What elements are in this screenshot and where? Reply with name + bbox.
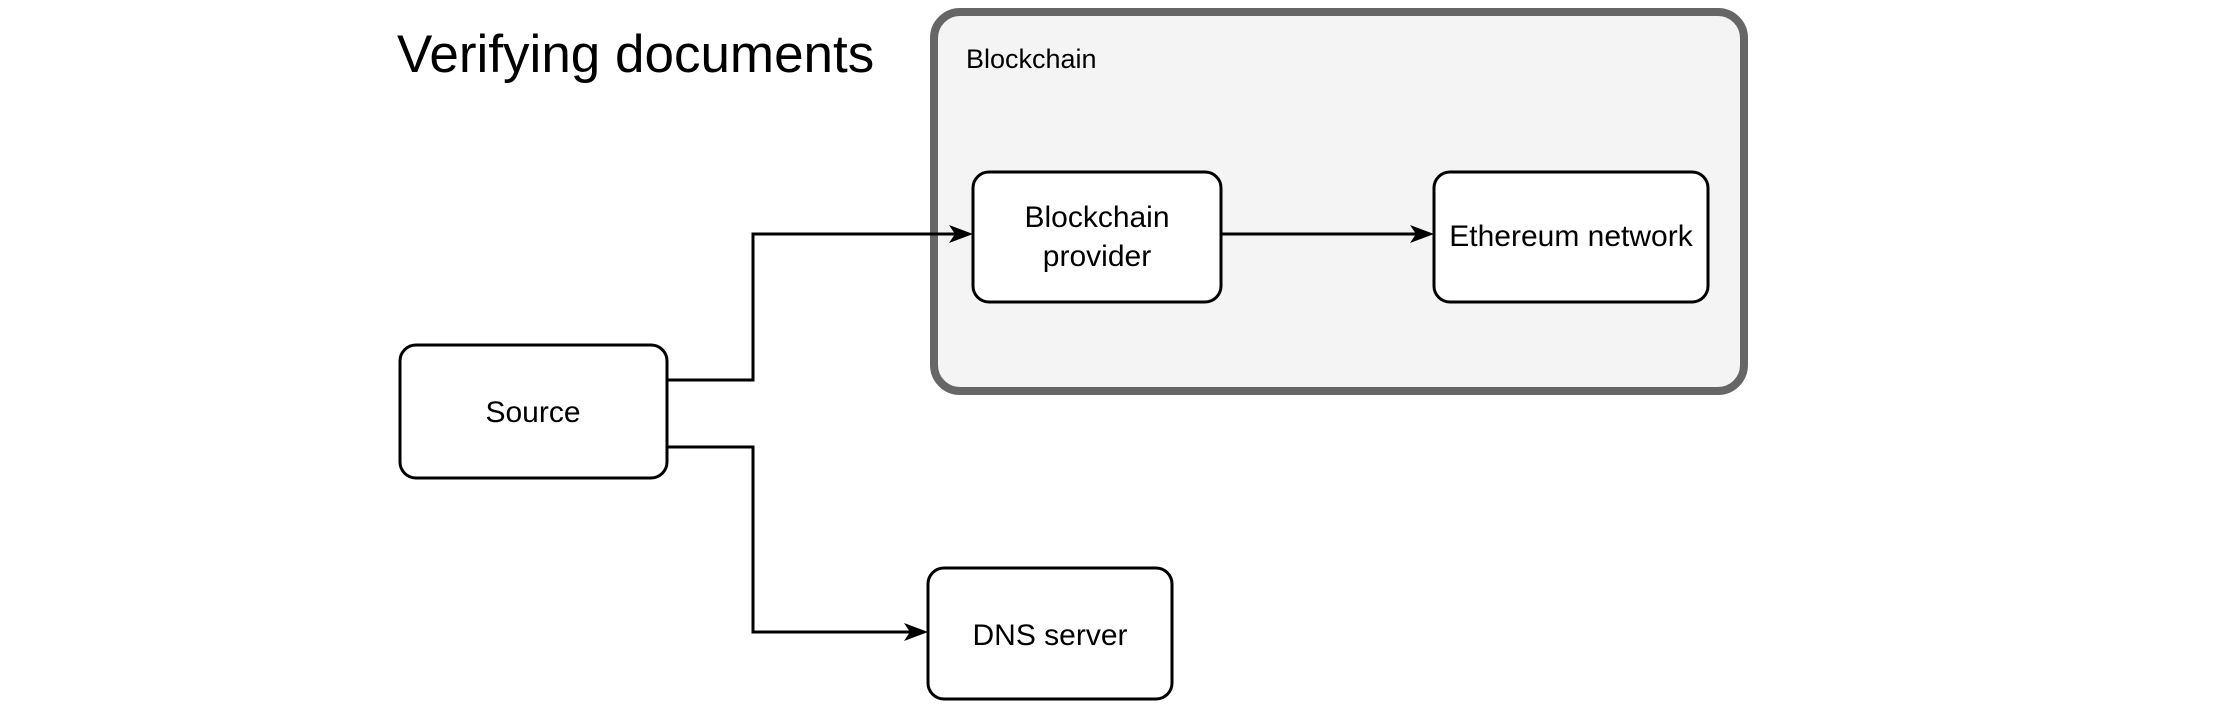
- node-source-box: [398, 343, 669, 480]
- edge-source-to-dns-server-line: [667, 445, 913, 634]
- group-blockchain-label: Blockchain: [966, 44, 1097, 74]
- node-dns-server[interactable]: DNS server: [926, 566, 1174, 701]
- edge-source-to-blockchain-provider[interactable]: [667, 225, 973, 382]
- node-blockchain-provider-label-line2: provider: [1043, 240, 1151, 273]
- node-blockchain-provider-label-line1: Blockchain: [1024, 201, 1169, 234]
- node-ethereum-network-box: [1432, 170, 1710, 304]
- edge-source-to-blockchain-provider-arrowhead: [949, 225, 973, 243]
- edge-blockchain-provider-to-ethereum-network-arrowhead: [1410, 225, 1434, 243]
- edge-blockchain-provider-to-ethereum-network[interactable]: [1221, 225, 1434, 243]
- node-ethereum-network-label: Ethereum network: [1449, 220, 1693, 253]
- node-dns-server-label: DNS server: [972, 619, 1127, 652]
- node-dns-server-box: [926, 566, 1174, 701]
- edge-source-to-dns-server-arrowhead: [904, 623, 928, 641]
- node-source[interactable]: Source: [398, 343, 669, 480]
- node-source-label: Source: [485, 396, 580, 429]
- page-title: Verifying documents: [397, 25, 874, 84]
- edge-source-to-blockchain-provider-line: [667, 232, 958, 382]
- node-ethereum-network[interactable]: Ethereum network: [1432, 170, 1710, 304]
- node-blockchain-provider[interactable]: Blockchain provider: [971, 170, 1223, 304]
- node-blockchain-provider-box: [971, 170, 1223, 304]
- edge-source-to-dns-server[interactable]: [667, 445, 928, 641]
